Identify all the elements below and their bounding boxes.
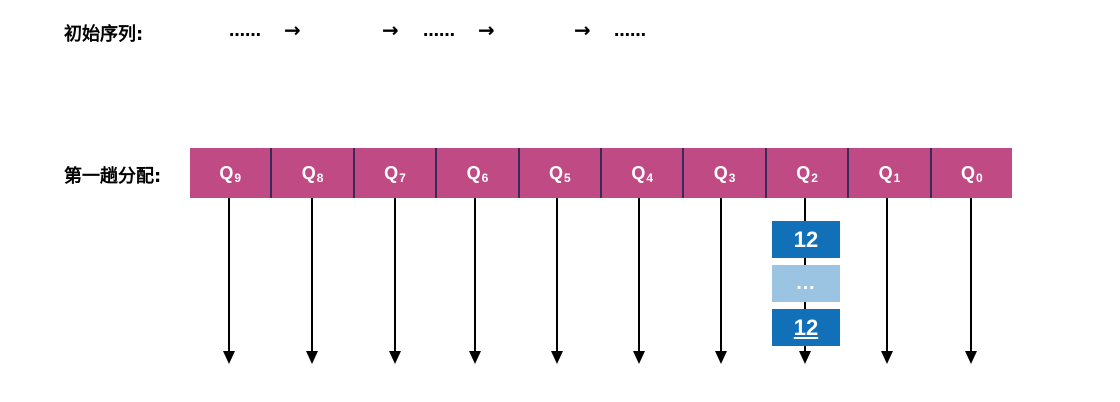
arrow-q9 xyxy=(223,198,235,364)
arrow-q1 xyxy=(881,198,893,364)
arrow-q3 xyxy=(715,198,727,364)
arrow-q5 xyxy=(551,198,563,364)
initial-sequence-label: 初始序列: xyxy=(64,24,144,45)
arrow-q4 xyxy=(633,198,645,364)
q2-item-bottom: 12 xyxy=(772,309,840,346)
q2-item-ellipsis: … xyxy=(772,265,840,302)
arrow-q7 xyxy=(389,198,401,364)
first-pass-label: 第一趟分配: xyxy=(64,166,162,187)
q2-item-top: 12 xyxy=(772,221,840,258)
sequence-arrow-3: → xyxy=(478,18,495,42)
sequence-ellipsis-3: …… xyxy=(614,21,646,40)
sequence-ellipsis-2: …… xyxy=(423,21,455,40)
arrow-q8 xyxy=(306,198,318,364)
sequence-arrow-2: → xyxy=(382,18,399,42)
sequence-ellipsis-1: …… xyxy=(229,21,261,40)
arrow-q0 xyxy=(965,198,977,364)
sequence-arrow-1: → xyxy=(284,18,301,42)
arrow-q6 xyxy=(469,198,481,364)
q2-item-bottom-value: 12 xyxy=(793,314,819,340)
sequence-arrow-4: → xyxy=(574,18,591,42)
